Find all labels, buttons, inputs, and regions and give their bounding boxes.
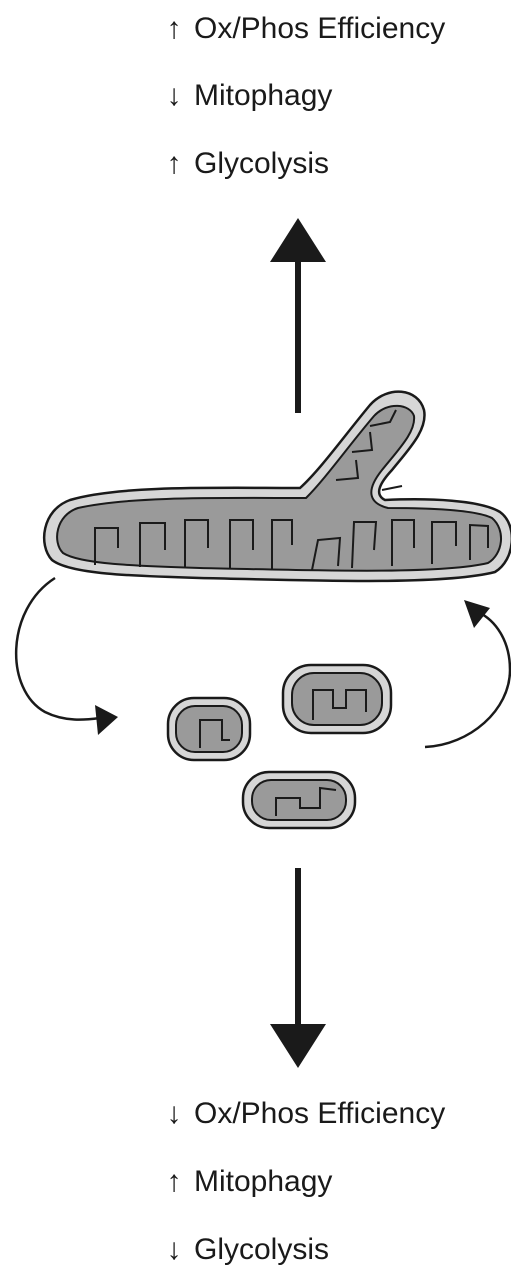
fusion-cycle-arrow-right [425,612,510,747]
down-arrow-icon: ↓ [164,1235,184,1265]
down-arrow-icon: ↓ [164,1099,184,1129]
fused-mitochondrion [44,392,511,581]
up-arrow-icon: ↑ [164,149,184,179]
bottom-effect-oxphos: ↓ Ox/Phos Efficiency [164,1094,445,1134]
top-effect-glycolysis-label: Glycolysis [194,147,329,181]
top-effect-glycolysis: ↑ Glycolysis [164,144,329,184]
fission-down-arrow [270,868,326,1068]
top-effect-mitophagy: ↓ Mitophagy [164,76,332,116]
bottom-effect-glycolysis-label: Glycolysis [194,1233,329,1267]
up-arrow-icon: ↑ [164,14,184,44]
bottom-effect-glycolysis: ↓ Glycolysis [164,1230,329,1270]
bottom-effect-mitophagy-label: Mitophagy [194,1165,332,1199]
bottom-effect-mitophagy: ↑ Mitophagy [164,1162,332,1202]
down-arrow-icon: ↓ [164,81,184,111]
bottom-effect-oxphos-label: Ox/Phos Efficiency [194,1097,445,1131]
fission-cycle-arrowhead-left [95,705,118,735]
top-effect-oxphos-label: Ox/Phos Efficiency [194,12,445,46]
fission-cycle-arrow-left [16,578,100,720]
fusion-cycle-arrowhead-right [464,600,490,628]
top-effect-oxphos: ↑ Ox/Phos Efficiency [164,9,445,49]
up-arrow-icon: ↑ [164,1167,184,1197]
top-effect-mitophagy-label: Mitophagy [194,79,332,113]
fragmented-mitochondrion-1 [168,698,250,760]
fragmented-mitochondrion-2 [283,665,391,733]
fusion-up-arrow [270,218,326,413]
fragmented-mitochondrion-3 [243,772,355,828]
